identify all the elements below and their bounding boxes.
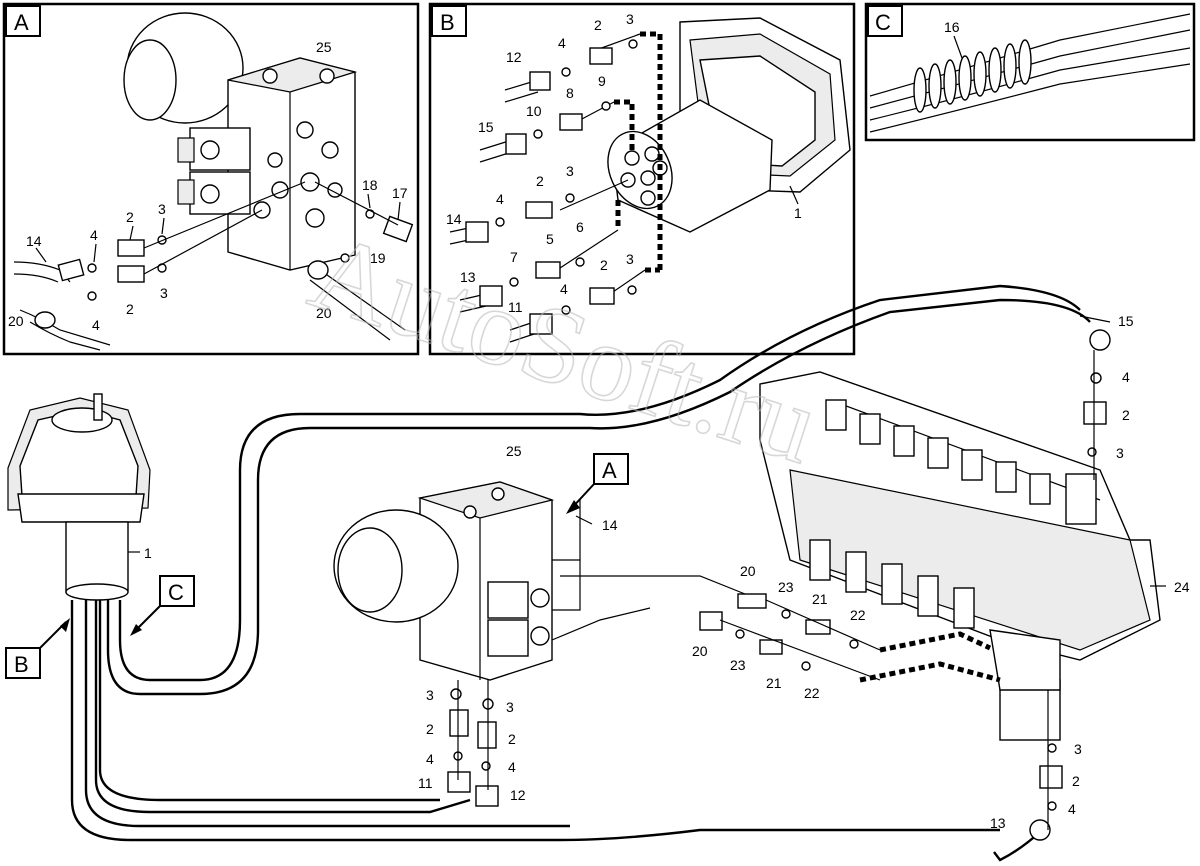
- label-c-16: 16: [944, 19, 960, 35]
- label-b-14: 14: [446, 211, 462, 227]
- label-a-4b: 4: [92, 317, 100, 333]
- label-a-19: 19: [370, 250, 386, 266]
- label-a-20b: 20: [316, 305, 332, 321]
- label-b-2b: 2: [536, 173, 544, 189]
- label-a-2a: 2: [126, 209, 134, 225]
- label-b-4a: 4: [558, 35, 566, 51]
- part-number-m-23b: 23: [730, 657, 746, 673]
- label-b-10: 10: [526, 103, 542, 119]
- label-b-4b: 4: [496, 191, 504, 207]
- part-number-m-4b: 4: [426, 751, 434, 767]
- label-a-17: 17: [392, 185, 408, 201]
- part-number-m-2a: 2: [1122, 407, 1130, 423]
- panel-b-letter: B: [440, 10, 455, 35]
- part-number-m-21b: 21: [766, 675, 782, 691]
- label-b-2a: 2: [594, 17, 602, 33]
- part-number-m-2d: 2: [1072, 773, 1080, 789]
- label-a-3a: 3: [158, 201, 166, 217]
- detail-panel-a: A 25 18: [2, 2, 420, 356]
- part-number-m-22b: 22: [804, 685, 820, 701]
- part-number-m-20a: 20: [740, 563, 756, 579]
- part-number-m-21a: 21: [812, 591, 828, 607]
- part-number-m-25: 25: [506, 443, 522, 459]
- callout-c: C: [130, 575, 195, 636]
- part-number-m-2b: 2: [426, 721, 434, 737]
- label-b-12: 12: [506, 49, 522, 65]
- label-a-14: 14: [26, 233, 42, 249]
- label-b-3a: 3: [626, 11, 634, 27]
- joystick: [7, 393, 151, 601]
- label-b-2c: 2: [600, 257, 608, 273]
- part-number-m-3a: 3: [1116, 445, 1124, 461]
- label-a-4a: 4: [90, 227, 98, 243]
- label-b-7: 7: [510, 249, 518, 265]
- part-number-m-23a: 23: [778, 579, 794, 595]
- label-b-3b: 3: [566, 163, 574, 179]
- part-number-m-2c: 2: [508, 731, 516, 747]
- part-number-m-13: 13: [990, 815, 1006, 831]
- label-b-15: 15: [478, 119, 494, 135]
- panel-a-letter: A: [14, 10, 29, 35]
- label-b-13: 13: [460, 269, 476, 285]
- callout-letter-main-c: C: [168, 580, 184, 605]
- label-b-1: 1: [794, 205, 802, 221]
- main-labels: 15 4 2 3 24 25 14 1 20 23 21 22 20 23 21…: [144, 313, 1190, 831]
- label-b-5: 5: [546, 231, 554, 247]
- part-number-m-1: 1: [144, 545, 152, 561]
- detail-panel-c: C 16: [864, 2, 1196, 142]
- part-number-m-4d: 4: [1068, 801, 1076, 817]
- panel-c-letter: C: [875, 10, 891, 35]
- label-b-11: 11: [508, 299, 523, 315]
- main-assembly: [7, 284, 1166, 862]
- pilot-valve-block: [333, 481, 555, 681]
- label-b-4c: 4: [560, 281, 568, 297]
- callout-letter-main-a: A: [602, 458, 617, 483]
- part-number-m-15: 15: [1118, 313, 1134, 329]
- part-number-m-4a: 4: [1122, 369, 1130, 385]
- label-b-6: 6: [576, 219, 584, 235]
- part-number-m-3b: 3: [426, 687, 434, 703]
- part-number-m-11: 11: [418, 775, 433, 791]
- label-a-25: 25: [316, 39, 332, 55]
- part-number-m-4c: 4: [508, 759, 516, 775]
- label-a-3b: 3: [160, 285, 168, 301]
- part-number-m-12: 12: [510, 787, 526, 803]
- callout-letter-main-b: B: [14, 652, 29, 677]
- callout-b: B: [5, 618, 70, 679]
- part-number-m-14: 14: [602, 517, 618, 533]
- part-number-m-22a: 22: [850, 607, 866, 623]
- label-b-9: 9: [598, 73, 606, 89]
- detail-panel-b: B: [428, 2, 856, 356]
- part-number-m-3d: 3: [1074, 741, 1082, 757]
- part-number-m-20b: 20: [692, 643, 708, 659]
- control-valve: [759, 371, 1161, 741]
- label-b-3c: 3: [626, 251, 634, 267]
- callout-a: A: [566, 453, 629, 514]
- label-a-2b: 2: [126, 301, 134, 317]
- label-b-8: 8: [566, 85, 574, 101]
- part-number-m-3c: 3: [506, 699, 514, 715]
- label-a-20a: 20: [8, 313, 24, 329]
- label-a-18: 18: [362, 177, 378, 193]
- part-number-m-24: 24: [1174, 579, 1190, 595]
